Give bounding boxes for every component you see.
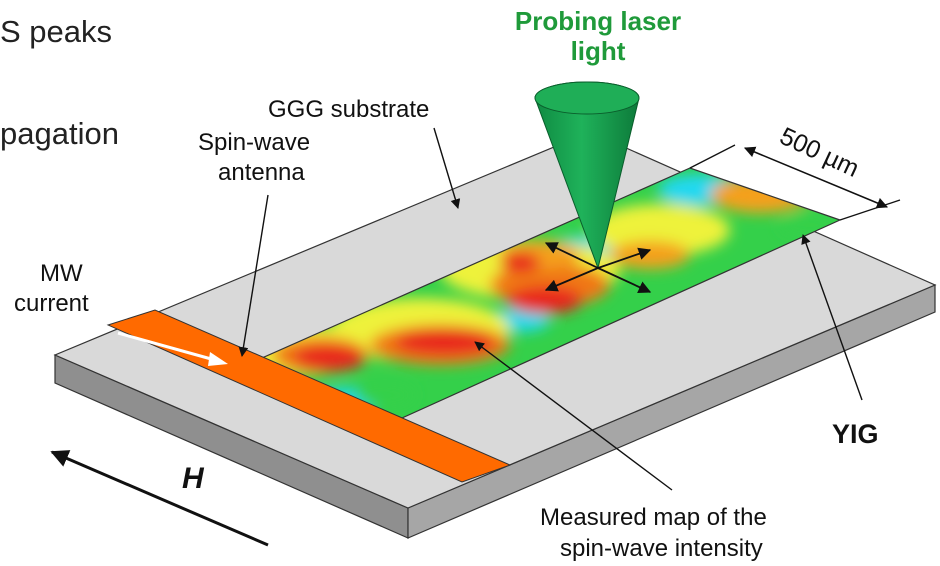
- width-label: 500 µm: [775, 122, 863, 183]
- field-label: H: [182, 462, 205, 495]
- slide-text-fragment-1: S peaks: [0, 14, 113, 49]
- map-label-line1: Measured map of the: [540, 504, 767, 531]
- width-dimension: [689, 144, 901, 221]
- mw-current-label-line2: current: [14, 290, 89, 317]
- field-arrow: [50, 450, 269, 547]
- spin-wave-antenna-strip: [106, 309, 512, 483]
- map-pointer: [474, 341, 673, 491]
- probing-laser-cone: [534, 81, 640, 270]
- antenna-pointer: [238, 194, 269, 357]
- probing-laser-label-line1: Probing laser: [515, 6, 681, 36]
- substrate-pointer: [433, 127, 461, 209]
- map-label-line2: spin-wave intensity: [560, 535, 763, 562]
- yig-pointer: [801, 234, 863, 401]
- scan-direction-arrows: [544, 242, 652, 293]
- mw-current-label-line1: MW: [40, 260, 83, 287]
- antenna-label-line1: Spin-wave: [198, 129, 310, 156]
- antenna-label-line2: antenna: [218, 159, 305, 186]
- probing-laser-label-line2: light: [571, 36, 626, 66]
- current-direction-arrow: [208, 352, 228, 366]
- yig-label: YIG: [832, 419, 879, 449]
- substrate-label: GGG substrate: [268, 96, 429, 123]
- slide-text-fragment-2: pagation: [0, 116, 119, 151]
- spin-wave-intensity-map: [262, 168, 840, 418]
